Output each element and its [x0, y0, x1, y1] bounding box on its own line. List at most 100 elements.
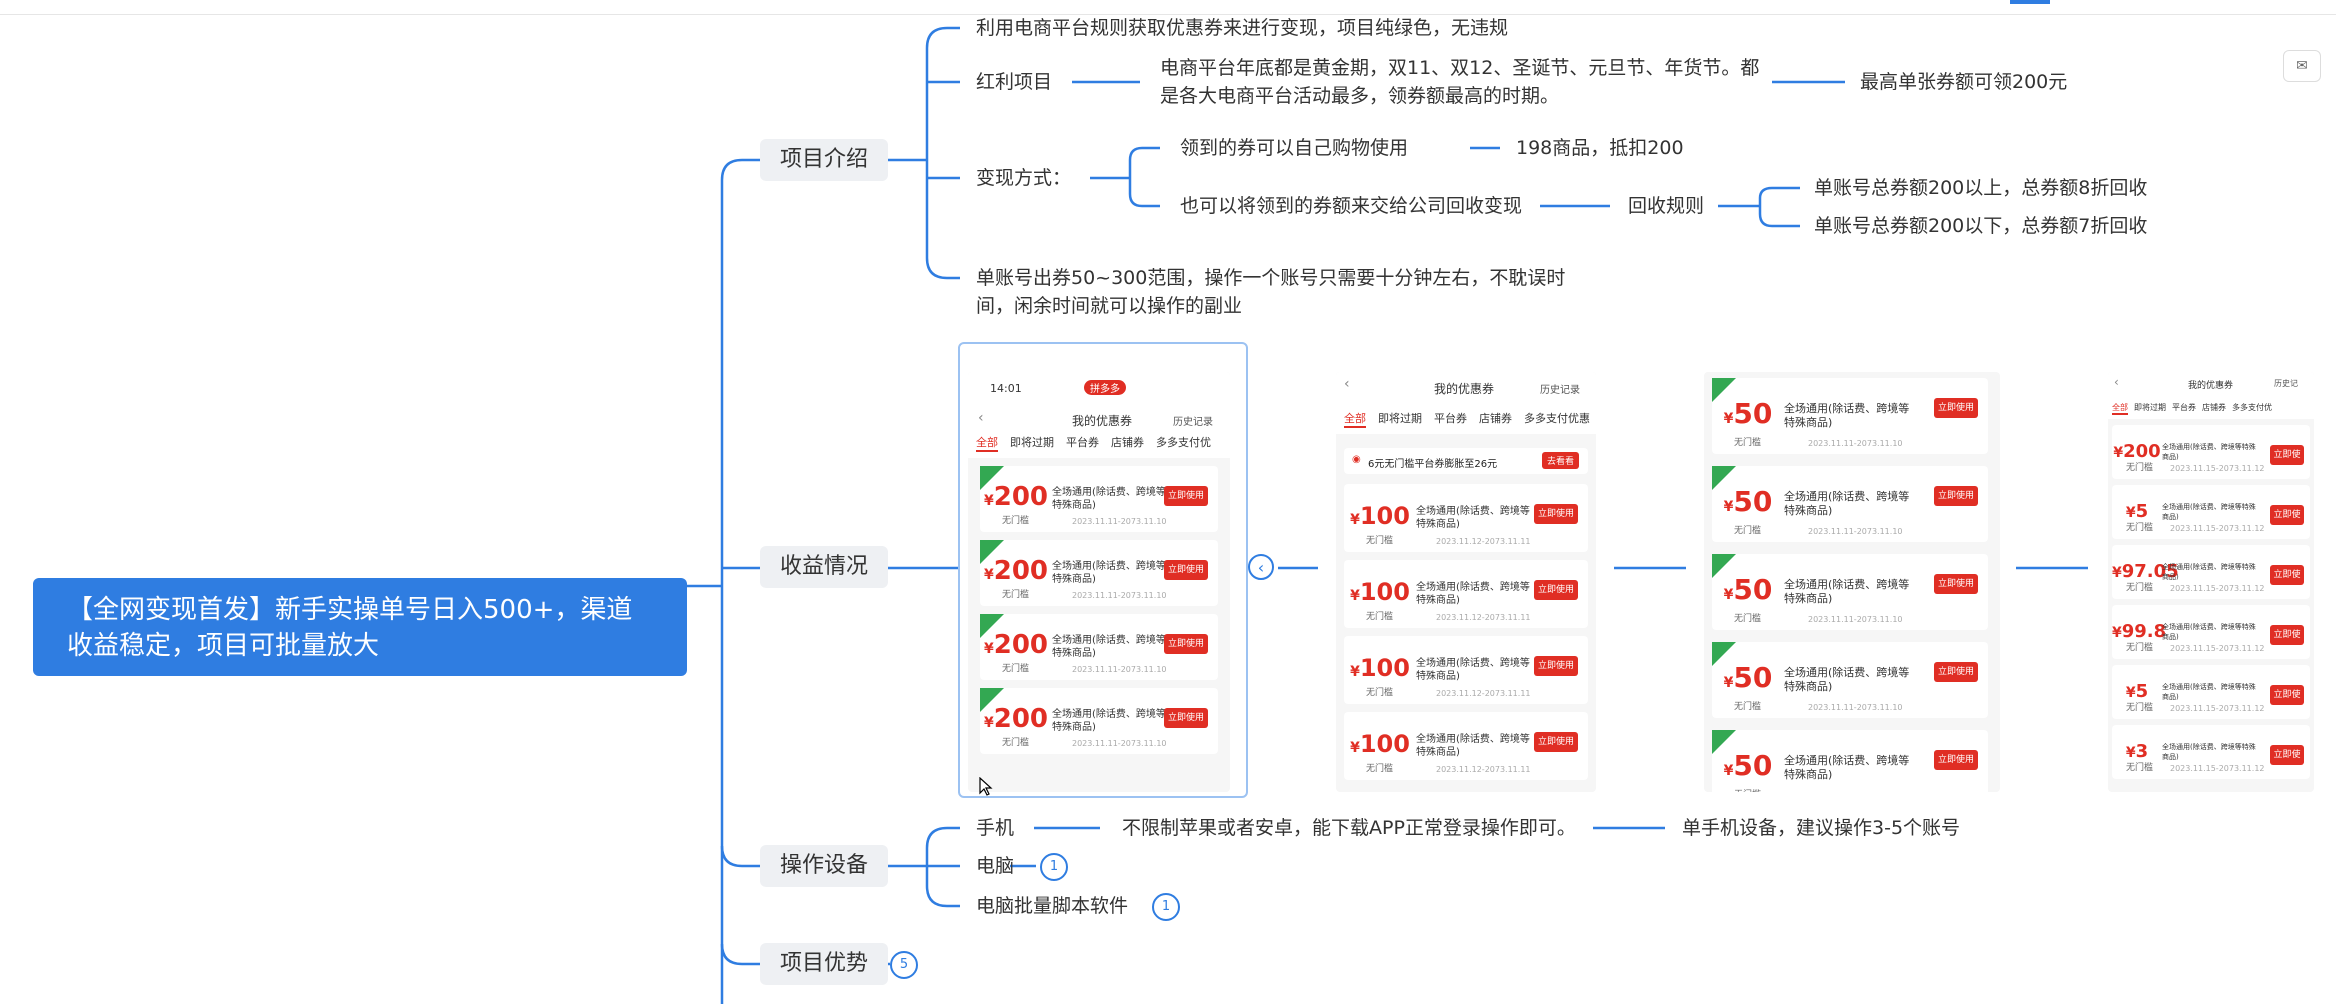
intro-summary[interactable]: 利用电商平台规则获取优惠券来进行变现，项目纯绿色，无违规: [976, 17, 1509, 39]
use-now-button: 立即使用: [1934, 574, 1978, 594]
coupon-description: 全场通用(除话费、跨境等特殊商品): [2162, 563, 2256, 581]
bonus-label[interactable]: 红利项目: [976, 71, 1053, 93]
coupon-tab: 全部: [2112, 402, 2128, 415]
pc-collapsed-badge[interactable]: 1: [1040, 853, 1068, 881]
new-ribbon: [980, 688, 1004, 712]
coupon-tab: 多多支付优: [2232, 403, 2272, 412]
coupon-amount: ¥50: [1723, 484, 1773, 518]
coupon-condition: 无门槛: [1366, 612, 1394, 622]
coupon-description: 全场通用(除话费、跨境等特殊商品): [1784, 490, 1910, 517]
coupon-tab: 平台券: [2172, 403, 2196, 412]
topic-income[interactable]: 收益情况: [760, 546, 889, 588]
advantages-collapsed-badge[interactable]: 5: [890, 951, 918, 979]
history-link: 历史记录: [1540, 385, 1580, 396]
coupon-condition: 无门槛: [2126, 763, 2154, 773]
new-ribbon: [980, 614, 1004, 638]
topic-advantages[interactable]: 项目优势: [760, 943, 889, 985]
coupon-amount: ¥50: [1723, 396, 1773, 430]
coupon-condition: 无门槛: [1734, 702, 1762, 712]
bonus-text[interactable]: 电商平台年底都是黄金期，双11、双12、圣诞节、元旦节、年货节。都是各大电商平台…: [1160, 57, 1760, 107]
coupon-condition: 无门槛: [1002, 738, 1030, 748]
coupon-amount: ¥5: [2125, 680, 2149, 702]
coupon-date: 2023.11.11-2073.11.10: [1072, 665, 1167, 674]
badge-count: 5: [899, 957, 909, 972]
scope-text[interactable]: 单账号出券50~300范围，操作一个账号只需要十分钟左右，不耽误时间，闲余时间就…: [976, 267, 1566, 317]
use-now-button: 立即使用: [1934, 662, 1978, 682]
coupon-amount: ¥50: [1723, 660, 1773, 694]
coupon-date: 2023.11.12-2073.11.11: [1436, 689, 1531, 698]
coupon-date: 2023.11.15-2073.11.12: [2170, 704, 2265, 713]
cash-option-1[interactable]: 领到的券可以自己购物使用: [1180, 137, 1409, 159]
screen-title: 我的优惠券: [1434, 382, 1495, 396]
promo-banner: ◉ 6元无门槛平台券膨胀至26元 去看看: [1344, 448, 1588, 474]
coupon-date: 2023.11.11-2073.11.10: [1808, 615, 1903, 624]
coupon-description: 全场通用(除话费、跨境等特殊商品): [1416, 734, 1530, 758]
coupon-amount: ¥200: [2113, 440, 2161, 462]
back-icon: ‹: [2114, 375, 2119, 389]
app-badge: 拼多多: [1084, 380, 1126, 395]
use-now-button: 立即使用: [2270, 625, 2304, 660]
history-link: 历史记录: [1173, 417, 1213, 428]
coupon-condition: 无门槛: [2126, 523, 2154, 533]
root-title: 【全网变现首发】新手实操单号日入500+，渠道收益稳定，项目可批量放大: [67, 595, 633, 661]
device-script-label[interactable]: 电脑批量脚本软件: [976, 895, 1129, 917]
coupon-icon: ◉: [1352, 454, 1361, 465]
coupon-date: 2023.11.11-2073.11.10: [1808, 703, 1903, 712]
recycle-label[interactable]: 回收规则: [1628, 195, 1705, 217]
root-node[interactable]: 【全网变现首发】新手实操单号日入500+，渠道收益稳定，项目可批量放大: [33, 578, 687, 676]
coupon-amount: ¥50: [1723, 748, 1773, 782]
coupon-tab: 平台券: [1066, 436, 1099, 449]
coupon-condition: 无门槛: [1002, 664, 1030, 674]
coupon-condition: 无门槛: [1002, 516, 1030, 526]
coupon-tabs: 全部即将过期平台券店铺券多多支付优惠: [1336, 408, 1596, 434]
device-phone-label[interactable]: 手机: [976, 817, 1015, 839]
recycle-rule-1[interactable]: 单账号总券额200以上，总券额8折回收: [1814, 177, 2148, 199]
coupon-description: 全场通用(除话费、跨境等特殊商品): [2162, 683, 2256, 701]
coupon-amount: ¥3: [2125, 740, 2149, 762]
selected-image-frame[interactable]: [958, 342, 1248, 798]
comment-icon[interactable]: ✉: [2283, 50, 2321, 82]
new-ribbon: [1712, 554, 1736, 578]
mouse-cursor-icon: [979, 777, 993, 796]
top-divider: [0, 14, 2336, 15]
bonus-result[interactable]: 最高单张券额可领200元: [1860, 71, 2068, 93]
cash-label[interactable]: 变现方式：: [976, 167, 1072, 189]
use-now-button: 立即使用: [1934, 398, 1978, 418]
coupon-amount: ¥100: [1350, 502, 1410, 530]
coupon-description: 全场通用(除话费、跨境等特殊商品): [2162, 503, 2256, 521]
chevron-left-icon[interactable]: ‹: [1248, 554, 1274, 580]
cash-option-2[interactable]: 也可以将领到的券额来交给公司回收变现: [1180, 195, 1523, 217]
topic-intro[interactable]: 项目介绍: [760, 139, 889, 181]
coupon-date: 2023.11.15-2073.11.12: [2170, 524, 2265, 533]
device-phone-result[interactable]: 单手机设备，建议操作3-5个账号: [1682, 817, 1961, 839]
device-phone-text[interactable]: 不限制苹果或者安卓，能下载APP正常登录操作即可。: [1122, 817, 1576, 839]
cash-option-1-result[interactable]: 198商品，抵扣200: [1516, 137, 1684, 159]
coupon-condition: 无门槛: [1366, 536, 1394, 546]
coupon-description: 全场通用(除话费、跨境等特殊商品): [1052, 709, 1166, 733]
coupon-date: 2023.11.15-2073.11.12: [2170, 584, 2265, 593]
coupon-list: ¥50 无门槛 全场通用(除话费、跨境等特殊商品) 2023.11.11-2073.1…: [1704, 378, 2000, 792]
script-collapsed-badge[interactable]: 1: [1152, 893, 1180, 921]
coupon-description: 全场通用(除话费、跨境等特殊商品): [1784, 666, 1910, 693]
coupon-tabs: 全部即将过期平台券店铺券多多支付优: [968, 432, 1230, 458]
coupon-condition: 无门槛: [1366, 764, 1394, 774]
new-ribbon: [980, 466, 1004, 490]
topic-advantages-label: 项目优势: [780, 951, 869, 976]
coupon-date: 2023.11.12-2073.11.11: [1436, 765, 1531, 774]
coupon-tab: 即将过期: [1378, 412, 1422, 425]
top-toolbar-button[interactable]: [2010, 0, 2050, 4]
coupon-tab: 多多支付优: [1156, 436, 1211, 449]
coupon-tab: 平台券: [1434, 412, 1467, 425]
coupon-amount: ¥5: [2125, 500, 2149, 522]
topic-devices[interactable]: 操作设备: [760, 845, 889, 887]
recycle-rule-2[interactable]: 单账号总券额200以下，总券额7折回收: [1814, 215, 2148, 237]
use-now-button: 立即使用: [2270, 685, 2304, 720]
device-pc-label[interactable]: 电脑: [976, 855, 1015, 877]
coupon-tab: 即将过期: [1010, 436, 1054, 449]
coupon-condition: 无门槛: [2126, 463, 2154, 473]
coupon-date: 2023.11.11-2073.11.10: [1072, 517, 1167, 526]
